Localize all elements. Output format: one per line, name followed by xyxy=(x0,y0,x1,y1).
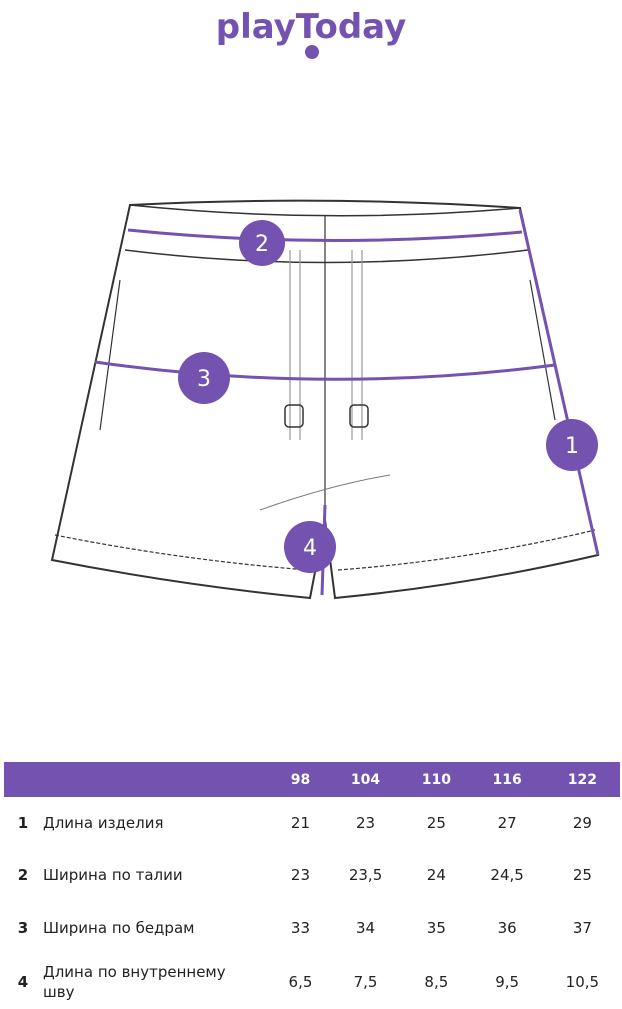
row-label: Ширина по бедрам xyxy=(43,919,195,937)
measure-line-hips xyxy=(94,360,556,381)
cell: 23 xyxy=(356,814,376,832)
table-header: 98 104 110 116 122 xyxy=(4,762,620,797)
cell: 23,5 xyxy=(348,866,383,884)
marker-3: 3 xyxy=(197,367,211,392)
row-num: 2 xyxy=(17,866,29,884)
row-num: 1 xyxy=(17,814,29,832)
row-label: Длина по внутреннему шву xyxy=(43,963,226,1001)
row-label: Длина изделия xyxy=(43,814,164,832)
marker-2: 2 xyxy=(255,232,269,257)
cell: 29 xyxy=(572,814,592,832)
cell: 6,5 xyxy=(288,973,313,991)
table-row: 2 Ширина по талии 23 23,5 24 24,5 25 xyxy=(4,849,620,901)
measure-line-waist xyxy=(127,228,523,243)
size-col: 104 xyxy=(327,762,404,797)
marker-1: 1 xyxy=(565,434,579,459)
marker-4: 4 xyxy=(303,536,317,561)
cell: 25 xyxy=(572,866,592,884)
cell: 8,5 xyxy=(424,973,449,991)
cell: 7,5 xyxy=(353,973,378,991)
size-col: 110 xyxy=(403,762,470,797)
table-row: 4 Длина по внутреннему шву 6,5 7,5 8,5 9… xyxy=(4,955,620,1009)
cell: 33 xyxy=(290,919,311,937)
cell: 9,5 xyxy=(495,973,520,991)
size-table: 98 104 110 116 122 1 Длина изделия 21 23… xyxy=(4,762,620,1009)
size-col: 98 xyxy=(273,762,328,797)
cell: 36 xyxy=(497,919,517,937)
table-row: 3 Ширина по бедрам 33 34 35 36 37 xyxy=(4,901,620,955)
cell: 37 xyxy=(572,919,592,937)
size-col: 122 xyxy=(544,762,620,797)
size-col: 116 xyxy=(469,762,545,797)
cell: 10,5 xyxy=(565,973,600,991)
table-row: 1 Длина изделия 21 23 25 27 29 xyxy=(4,797,620,849)
row-label: Ширина по талии xyxy=(43,866,183,884)
svg-text:playToday: playToday xyxy=(216,7,407,47)
cell: 21 xyxy=(290,814,311,832)
cell: 25 xyxy=(426,814,446,832)
shorts-diagram: 2 3 1 4 xyxy=(50,199,600,600)
cell: 23 xyxy=(290,866,311,884)
shorts-outline xyxy=(50,199,600,600)
brand-logo: playToday xyxy=(216,7,407,59)
measure-line-length xyxy=(518,209,600,556)
cell: 27 xyxy=(497,814,517,832)
cell: 24 xyxy=(426,866,446,884)
cell: 34 xyxy=(356,919,376,937)
row-num: 4 xyxy=(17,973,29,991)
cell: 24,5 xyxy=(490,866,524,884)
cell: 35 xyxy=(426,919,446,937)
row-num: 3 xyxy=(17,919,29,937)
